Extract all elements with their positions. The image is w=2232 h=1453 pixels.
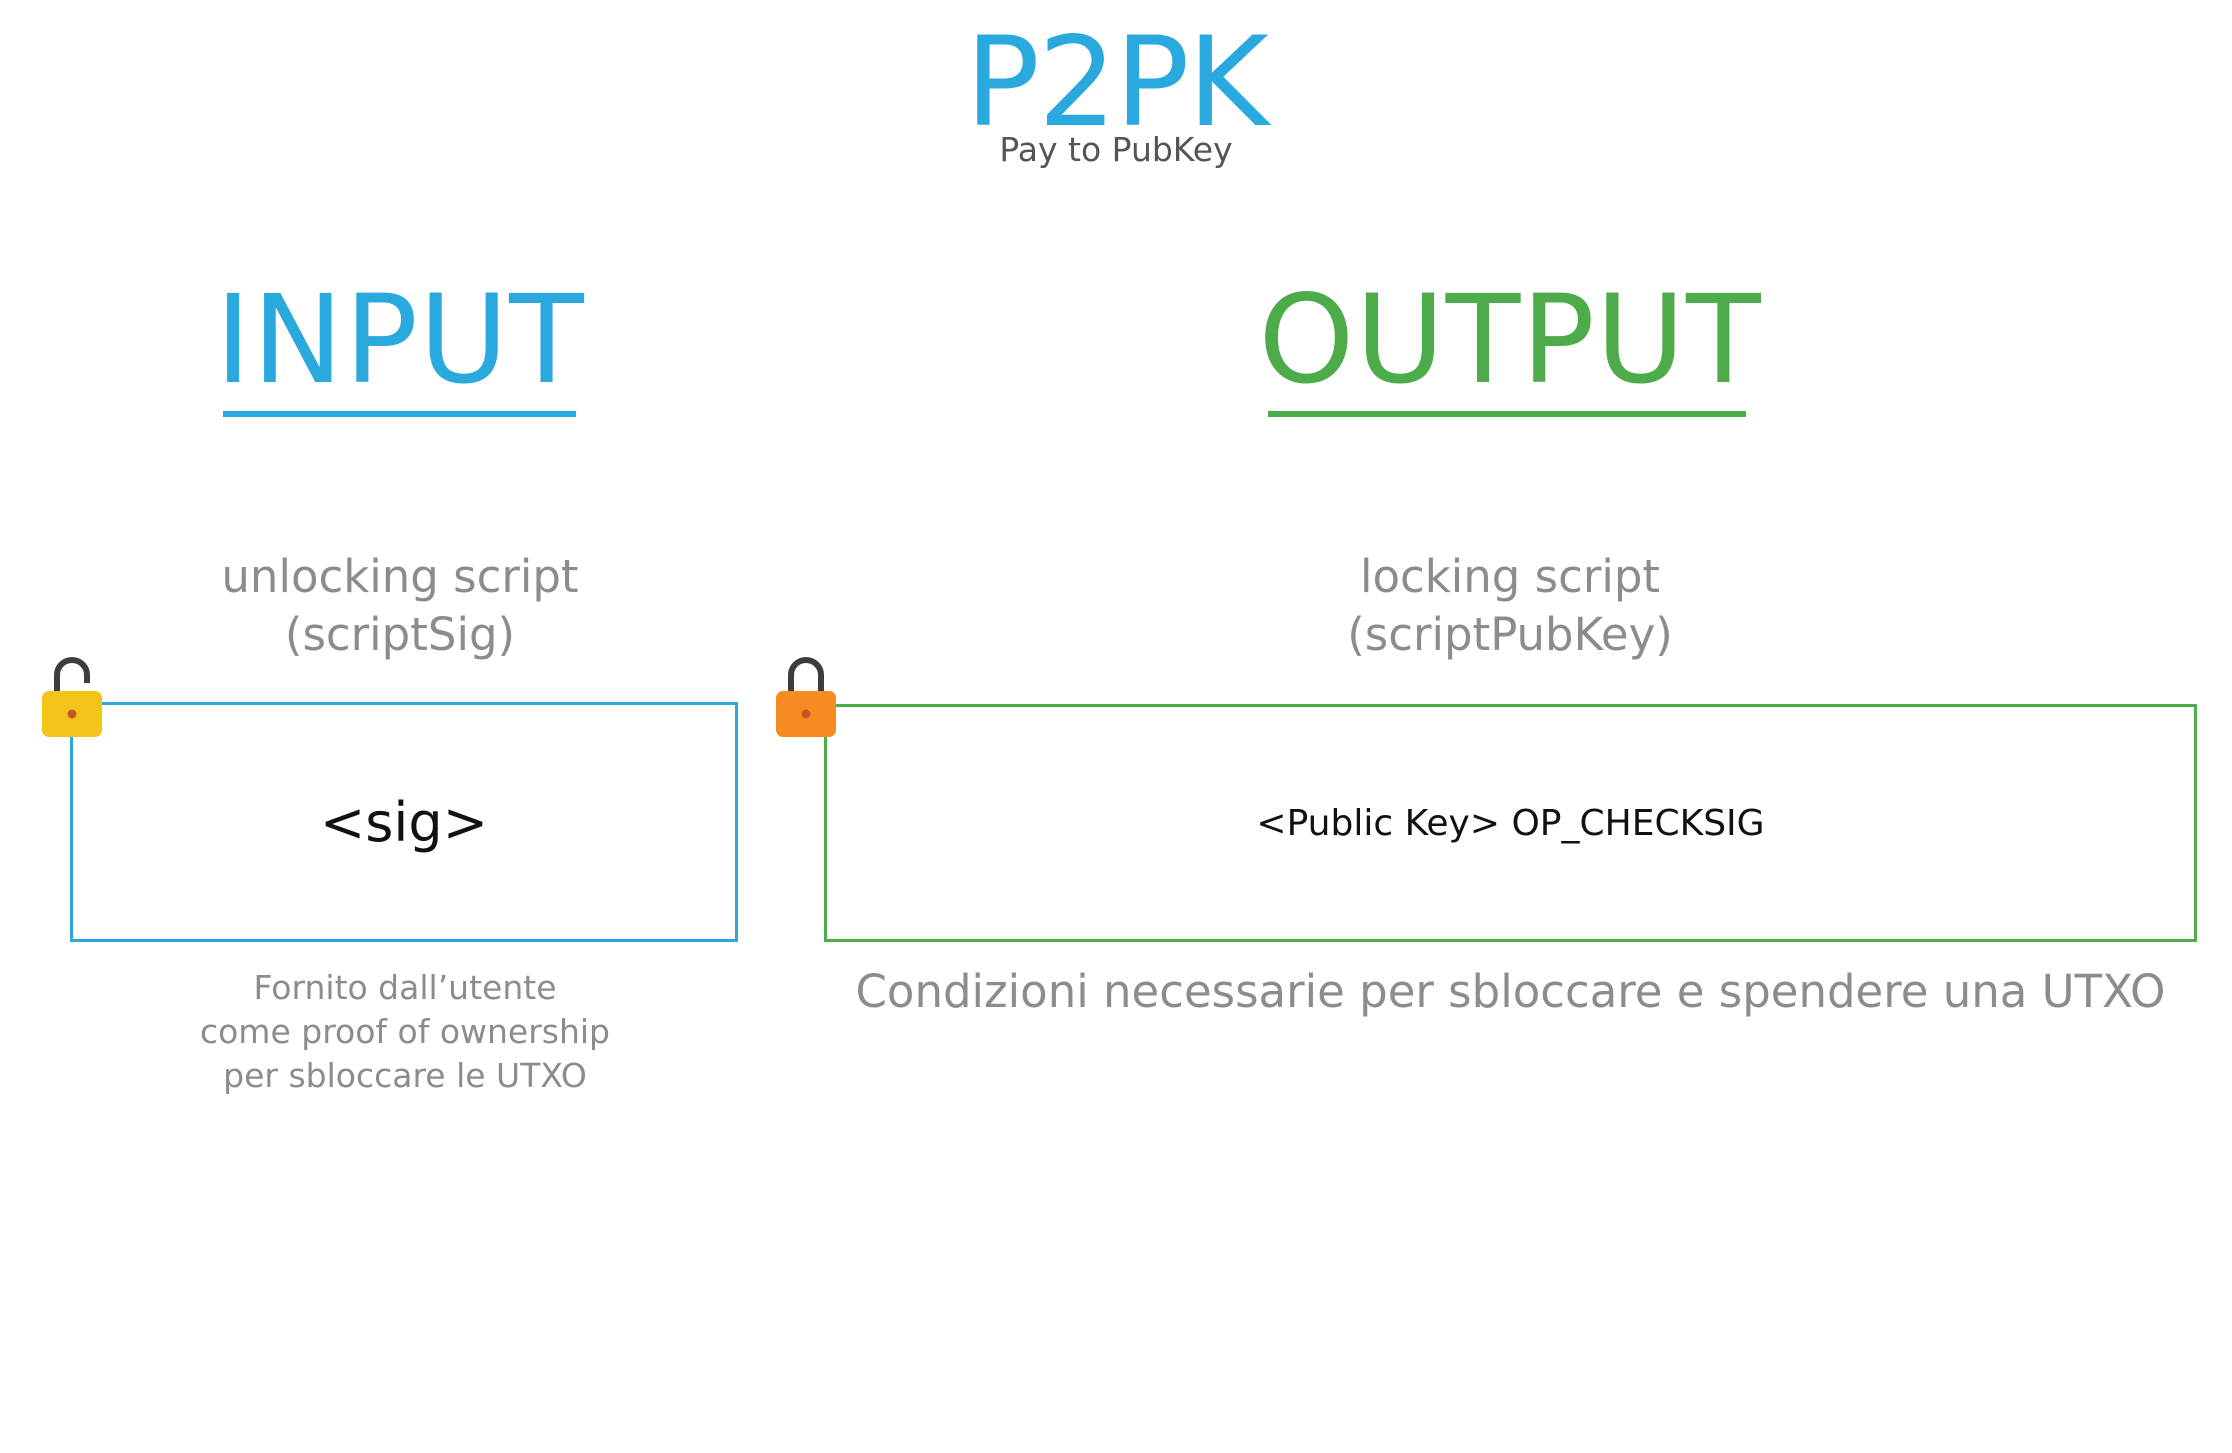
sig-script-text: <sig> bbox=[320, 790, 488, 854]
output-description: Condizioni necessarie per sbloccare e sp… bbox=[855, 965, 2166, 1018]
diagram-title: P2PK bbox=[965, 11, 1269, 155]
locked-padlock-icon bbox=[776, 657, 836, 737]
unlocking-script-box: <sig> bbox=[70, 702, 738, 942]
unlocked-padlock-keyhole bbox=[67, 709, 77, 719]
input-description-line: Fornito dall’utente bbox=[253, 968, 557, 1007]
output-heading: OUTPUT bbox=[1258, 269, 1762, 411]
unlocking-script-label-line: unlocking script bbox=[221, 550, 579, 603]
locking-script-box: <Public Key> OP_CHECKSIG bbox=[824, 704, 2197, 942]
input-description-line: per sbloccare le UTXO bbox=[223, 1056, 587, 1095]
pubkey-checksig-script-text: <Public Key> OP_CHECKSIG bbox=[1256, 802, 1765, 844]
input-heading-underline bbox=[223, 411, 576, 417]
scriptsig-label-line: (scriptSig) bbox=[284, 608, 516, 661]
input-heading: INPUT bbox=[215, 269, 585, 411]
unlocked-padlock-icon bbox=[42, 657, 102, 737]
output-heading-underline bbox=[1268, 411, 1746, 417]
input-description-line: come proof of ownership bbox=[199, 1012, 611, 1051]
locking-script-label: locking script (scriptPubKey) bbox=[1280, 548, 1740, 664]
diagram-subtitle: Pay to PubKey bbox=[999, 130, 1233, 169]
scriptpubkey-label-line: (scriptPubKey) bbox=[1347, 608, 1673, 661]
unlocked-padlock-shackle bbox=[54, 657, 90, 697]
locked-padlock-shackle bbox=[788, 657, 824, 697]
locking-script-label-line: locking script bbox=[1359, 550, 1661, 603]
locked-padlock-keyhole bbox=[801, 709, 811, 719]
unlocking-script-label: unlocking script (scriptSig) bbox=[160, 548, 640, 664]
input-description: Fornito dall’utente come proof of owners… bbox=[145, 966, 665, 1098]
